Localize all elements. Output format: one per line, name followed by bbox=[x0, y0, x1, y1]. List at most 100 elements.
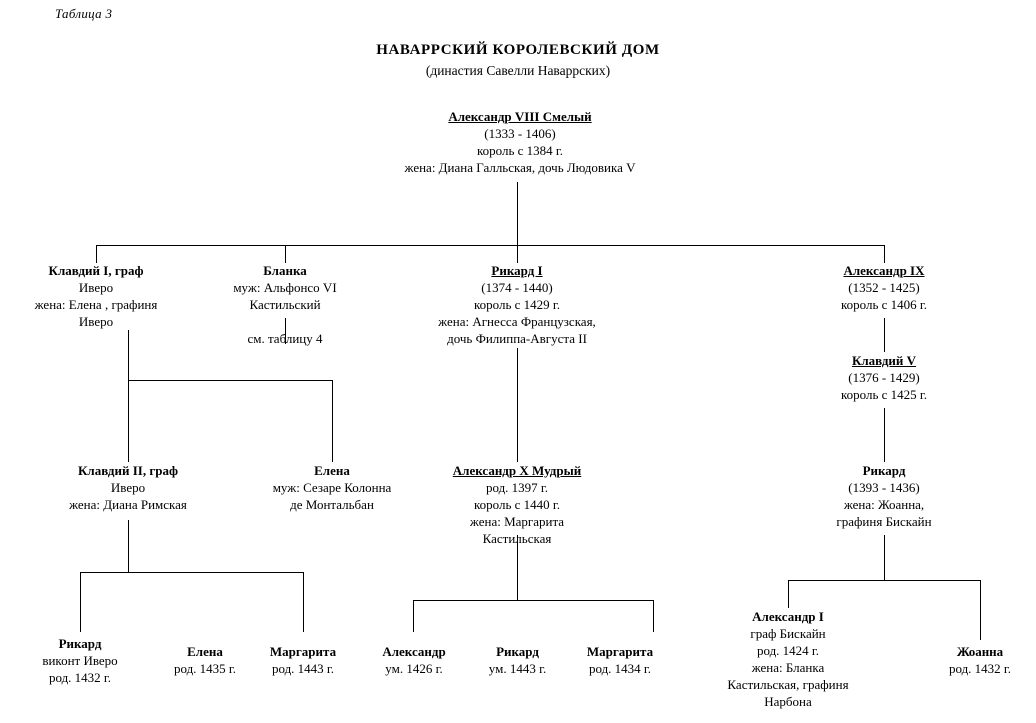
node-rikard-vikont: Рикард виконт Иверо род. 1432 г. bbox=[10, 635, 150, 686]
connector-gen2-bar bbox=[96, 245, 884, 246]
node-born: род. 1443 г. bbox=[271, 661, 335, 676]
node-spouse: жена: Жоанна, bbox=[843, 497, 925, 512]
node-born: род. 1424 г. bbox=[756, 643, 820, 658]
connector-aleksandr10-child-aleksandr bbox=[413, 600, 414, 632]
node-name: Бланка bbox=[263, 263, 307, 278]
node-dates: (1393 - 1436) bbox=[848, 480, 920, 495]
node-name: Александр I bbox=[752, 609, 824, 624]
connector-klavdiy1-children-bar bbox=[128, 380, 332, 381]
node-name: Маргарита bbox=[586, 644, 654, 659]
node-reign: король с 1429 г. bbox=[473, 297, 561, 312]
node-born: род. 1434 г. bbox=[588, 661, 652, 676]
node-spouse-cont: дочь Филиппа-Августа II bbox=[447, 331, 587, 346]
table-label: Таблица 3 bbox=[55, 6, 113, 21]
connector-aleksandr10-drop bbox=[517, 535, 518, 600]
connector-klavdiy1-drop bbox=[128, 330, 129, 380]
node-spouse-cont: графиня Бискайн bbox=[836, 514, 932, 529]
node-title: Иверо bbox=[78, 280, 114, 295]
connector-klavdiy5-to-rikard bbox=[884, 408, 885, 462]
node-spouse: жена: Елена , графиня bbox=[34, 297, 158, 312]
connector-gen2-stub-aleksandr9 bbox=[884, 245, 885, 263]
connector-rikard-child-zhoanna bbox=[980, 580, 981, 640]
node-rikard-1443: Рикард ум. 1443 г. bbox=[460, 643, 575, 677]
node-dates: (1376 - 1429) bbox=[848, 370, 920, 385]
node-margarita-1434: Маргарита род. 1434 г. bbox=[560, 643, 680, 677]
node-born: род. 1432 г. bbox=[948, 661, 1012, 676]
connector-aleksandr10-child-margarita bbox=[653, 600, 654, 632]
connector-rikard-child-aleksandr1 bbox=[788, 580, 789, 608]
node-name: Рикард bbox=[862, 463, 906, 478]
connector-aleksandr9-to-klavdiy5 bbox=[884, 318, 885, 352]
node-aleksandr-i-biskayn: Александр I граф Бискайн род. 1424 г. же… bbox=[690, 608, 886, 710]
connector-klavdiy1-child-klavdiy2 bbox=[128, 380, 129, 462]
page-title: НАВАРРСКИЙ КОРОЛЕВСКИЙ ДОМ bbox=[376, 42, 660, 58]
connector-rikard-biskayn-children-bar bbox=[788, 580, 980, 581]
node-name: Рикард I bbox=[491, 263, 543, 278]
page-subtitle: (династия Савелли Наваррских) bbox=[425, 63, 611, 78]
node-spouse-cont: Кастильская bbox=[407, 530, 627, 547]
node-dates: (1333 - 1406) bbox=[484, 126, 556, 141]
node-spouse-cont: Кастильский bbox=[249, 297, 321, 312]
connector-klavdiy2-child-margarita bbox=[303, 572, 304, 632]
node-name: Клавдий I, граф bbox=[48, 263, 144, 278]
node-aleksandr-1426: Александр ум. 1426 г. bbox=[355, 643, 473, 677]
node-spouse: муж: Сезаре Колонна bbox=[272, 480, 392, 495]
node-aleksandr-viii: Александр VIII Смелый (1333 - 1406) коро… bbox=[270, 108, 770, 176]
node-name: Рикард bbox=[496, 644, 539, 659]
connector-klavdiy2-children-bar bbox=[80, 572, 303, 573]
node-born: род. 1432 г. bbox=[48, 670, 112, 685]
node-name: Жоанна bbox=[956, 644, 1004, 659]
node-klavdiy-v: Клавдий V (1376 - 1429) король с 1425 г. bbox=[784, 352, 984, 403]
node-reign: король с 1440 г. bbox=[473, 497, 561, 512]
node-name: Елена bbox=[314, 463, 350, 478]
node-name: Александр X Мудрый bbox=[452, 463, 582, 478]
node-born: род. 1397 г. bbox=[485, 480, 549, 495]
node-dates: (1352 - 1425) bbox=[848, 280, 920, 295]
node-spouse: жена: Агнесса Французская, bbox=[438, 314, 596, 329]
node-aleksandr-x: Александр X Мудрый род. 1397 г. король с… bbox=[407, 462, 627, 547]
connector-root-drop bbox=[517, 182, 518, 245]
node-zhoanna-1432: Жоанна род. 1432 г. bbox=[922, 643, 1036, 677]
node-died: ум. 1443 г. bbox=[488, 661, 547, 676]
connector-aleksandr10-children-bar bbox=[413, 600, 653, 601]
node-name: Маргарита bbox=[269, 644, 337, 659]
node-klavdiy-ii: Клавдий II, граф Иверо жена: Диана Римск… bbox=[38, 462, 218, 513]
node-title: Иверо bbox=[110, 480, 146, 495]
node-name: Александр IX bbox=[843, 263, 925, 278]
node-name: Александр bbox=[382, 644, 446, 659]
node-spouse: жена: Маргарита bbox=[469, 514, 565, 529]
node-spouse: муж: Альфонсо VI bbox=[233, 280, 337, 295]
node-spouse: жена: Диана Римская bbox=[69, 497, 187, 512]
connector-blanka-to-reference bbox=[285, 318, 286, 344]
node-name: Рикард bbox=[58, 636, 102, 651]
node-reign: король с 1406 г. bbox=[840, 297, 928, 312]
connector-klavdiy2-child-rikard bbox=[80, 572, 81, 632]
node-name: Клавдий II, граф bbox=[78, 463, 178, 478]
node-name: Клавдий V bbox=[851, 353, 917, 368]
node-born: род. 1435 г. bbox=[173, 661, 237, 676]
node-elena-1435: Елена род. 1435 г. bbox=[150, 643, 260, 677]
node-dates: (1374 - 1440) bbox=[481, 280, 553, 295]
node-spouse-cont: Иверо bbox=[78, 314, 114, 329]
node-aleksandr-ix: Александр IX (1352 - 1425) король с 1406… bbox=[784, 262, 984, 313]
node-reign: король с 1384 г. bbox=[476, 143, 564, 158]
node-spouse-cont2: Нарбона bbox=[764, 694, 812, 709]
connector-gen2-stub-klavdiy1 bbox=[96, 245, 97, 263]
node-name: Александр VIII Смелый bbox=[448, 109, 592, 124]
node-rikard-biskayn: Рикард (1393 - 1436) жена: Жоанна, графи… bbox=[794, 462, 974, 530]
node-margarita-1443: Маргарита род. 1443 г. bbox=[243, 643, 363, 677]
node-died: ум. 1426 г. bbox=[385, 661, 443, 676]
node-reign: король с 1425 г. bbox=[840, 387, 928, 402]
connector-rikard1-to-aleksandr10 bbox=[517, 348, 518, 462]
connector-gen2-stub-blanka bbox=[285, 245, 286, 263]
connector-gen2-stub-rikard1 bbox=[517, 245, 518, 263]
connector-klavdiy2-drop bbox=[128, 520, 129, 572]
node-elena-kolonna: Елена муж: Сезаре Колонна де Монтальбан bbox=[242, 462, 422, 513]
node-title: виконт Иверо bbox=[42, 653, 118, 668]
node-spouse-cont: де Монтальбан bbox=[290, 497, 374, 512]
connector-klavdiy1-child-elena bbox=[332, 380, 333, 462]
node-spouse: жена: Диана Галльская, дочь Людовика V bbox=[404, 160, 636, 175]
connector-rikard-biskayn-drop bbox=[884, 535, 885, 580]
node-spouse: жена: Бланка bbox=[751, 660, 825, 675]
